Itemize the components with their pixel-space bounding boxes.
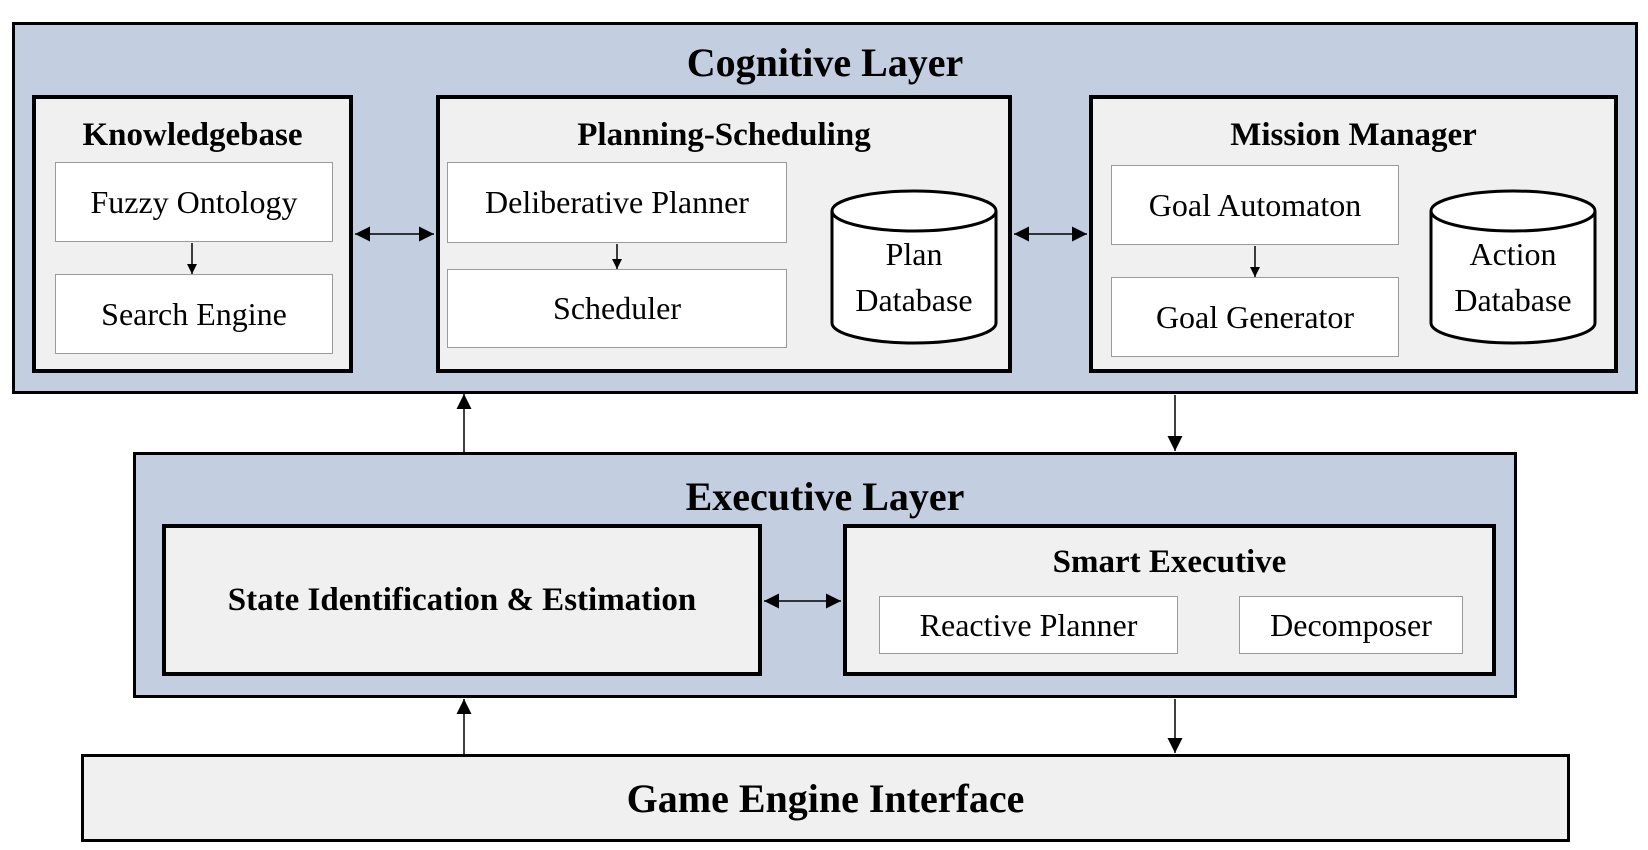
mission-manager-title: Mission Manager: [1230, 117, 1477, 153]
fuzzy-ontology-box: Fuzzy Ontology: [55, 162, 333, 242]
reactive-planner-box: Reactive Planner: [879, 596, 1178, 654]
state-identification-panel: State Identification & Estimation: [162, 524, 762, 676]
cognitive-layer-title: Cognitive Layer: [686, 40, 964, 85]
goal-generator-box: Goal Generator: [1111, 277, 1399, 357]
search-engine-box: Search Engine: [55, 274, 333, 354]
game-engine-interface: Game Engine Interface: [81, 754, 1570, 842]
planning-scheduling-title: Planning-Scheduling: [577, 117, 871, 153]
deliberative-planner-box: Deliberative Planner: [447, 162, 787, 243]
plan-database-cylinder: Plan Database: [830, 189, 998, 345]
executive-layer-title: Executive Layer: [685, 474, 965, 519]
plan-database-label-line1: Plan: [886, 236, 943, 272]
game-engine-interface-title: Game Engine Interface: [626, 775, 1025, 821]
knowledgebase-title: Knowledgebase: [82, 117, 303, 153]
action-database-cylinder: Action Database: [1429, 189, 1597, 345]
state-identification-title: State Identification & Estimation: [227, 581, 697, 618]
scheduler-box: Scheduler: [447, 269, 787, 348]
action-database-label-line1: Action: [1469, 236, 1556, 272]
plan-database-label-line2: Database: [855, 282, 972, 318]
smart-executive-title: Smart Executive: [1052, 544, 1287, 580]
action-database-label-line2: Database: [1454, 282, 1571, 318]
decomposer-box: Decomposer: [1239, 596, 1463, 654]
goal-automaton-box: Goal Automaton: [1111, 165, 1399, 245]
